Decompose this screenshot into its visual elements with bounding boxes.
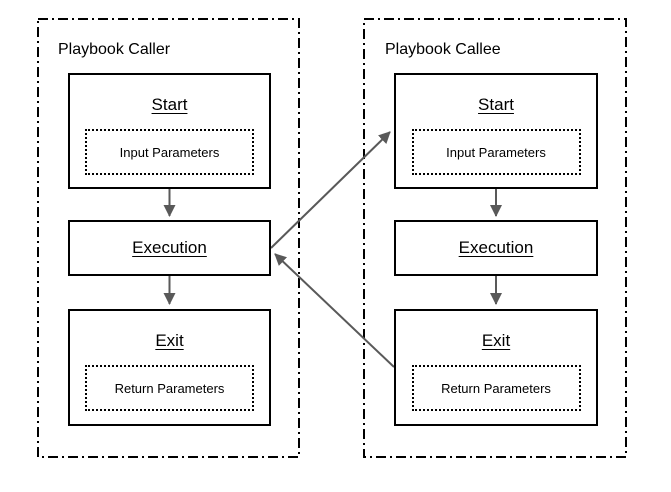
caller-input-parameters-box: Input Parameters bbox=[85, 129, 254, 175]
callee-start-title: Start bbox=[478, 95, 514, 114]
caller-exit-title: Exit bbox=[155, 331, 184, 350]
callee-execution-node: Execution bbox=[394, 220, 598, 276]
caller-container-title: Playbook Caller bbox=[58, 41, 171, 58]
caller-exit-node: Exit Return Parameters bbox=[68, 309, 271, 426]
caller-return-parameters-box: Return Parameters bbox=[85, 365, 254, 411]
caller-execution-title: Execution bbox=[132, 238, 207, 257]
callee-start-node: Start Input Parameters bbox=[394, 73, 598, 189]
callee-container-title: Playbook Callee bbox=[385, 41, 501, 58]
callee-execution-title: Execution bbox=[458, 238, 534, 257]
caller-start-title: Start bbox=[151, 95, 188, 114]
arrow-callee-exit-to-caller-execution bbox=[274, 253, 395, 368]
callee-input-parameters-box: Input Parameters bbox=[411, 129, 581, 175]
callee-exit-node: Exit Return Parameters bbox=[394, 309, 598, 426]
arrow-caller-execution-to-callee-start bbox=[270, 131, 391, 249]
caller-start-node: Start Input Parameters bbox=[68, 73, 271, 189]
callee-exit-title: Exit bbox=[481, 331, 511, 350]
callee-return-parameters-box: Return Parameters bbox=[411, 365, 581, 411]
caller-execution-node: Execution bbox=[68, 220, 271, 276]
